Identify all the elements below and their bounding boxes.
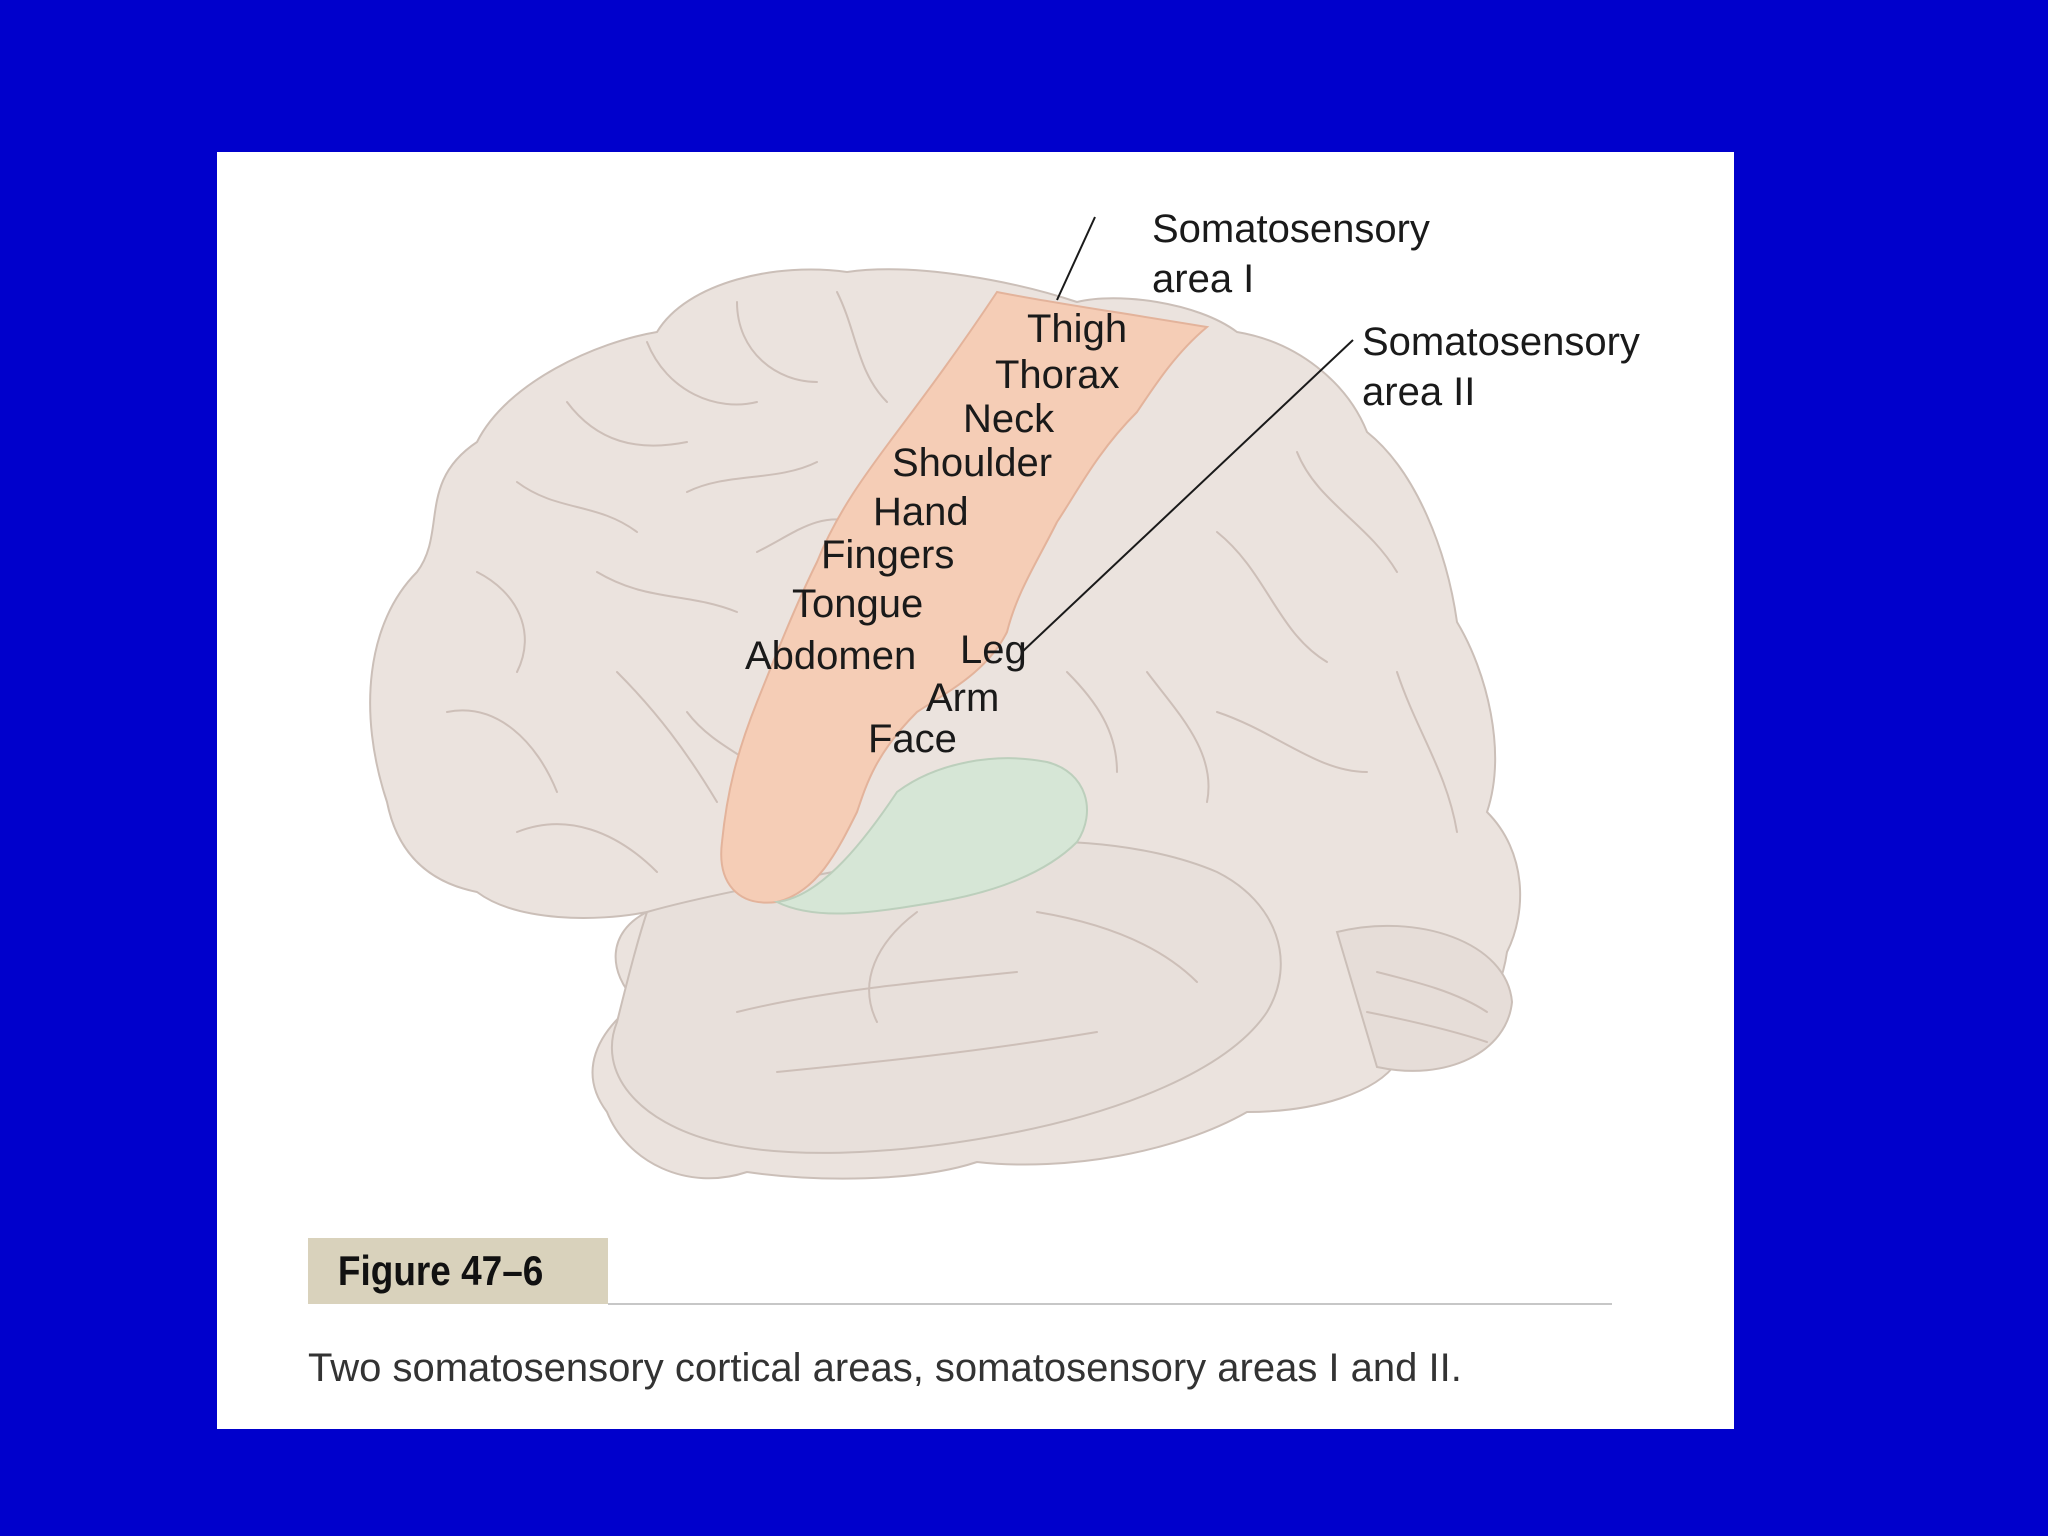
somatosensory-area-2-region — [773, 757, 1088, 915]
leader-line-area-2 — [1021, 339, 1354, 653]
label-thigh: Thigh — [1027, 307, 1128, 351]
label-face: Face — [868, 717, 957, 761]
callout-line-2: area II — [1362, 370, 1476, 414]
callout-somatosensory-area-1: Somatosensory area I — [1152, 204, 1430, 304]
callout-somatosensory-area-2: Somatosensory area II — [1362, 317, 1640, 417]
callout-line-1: Somatosensory — [1152, 207, 1430, 251]
callout-line-2: area I — [1152, 257, 1255, 301]
label-leg: Leg — [960, 628, 1027, 672]
label-neck: Neck — [963, 397, 1055, 441]
brain-illustration — [369, 216, 1522, 1180]
somatosensory-area-1-region — [720, 290, 1210, 904]
label-arm: Arm — [926, 676, 1000, 720]
cerebellum-shape — [1335, 924, 1514, 1072]
label-abdomen: Abdomen — [745, 634, 917, 678]
label-tongue: Tongue — [792, 582, 924, 626]
leader-line-area-1 — [1056, 216, 1096, 301]
figure-caption: Two somatosensory cortical areas, somato… — [308, 1346, 1462, 1390]
label-thorax: Thorax — [995, 353, 1120, 397]
figure-tag: Figure 47–6 — [308, 1238, 608, 1304]
label-shoulder: Shoulder — [892, 441, 1053, 485]
caption-divider — [608, 1303, 1612, 1305]
callout-line-1: Somatosensory — [1362, 320, 1640, 364]
figure-panel: Somatosensory area I Somatosensory area … — [217, 152, 1734, 1429]
figure-number: Figure 47–6 — [337, 1247, 544, 1294]
brain-folds — [446, 291, 1488, 1073]
label-fingers: Fingers — [821, 533, 955, 577]
label-hand: Hand — [873, 490, 969, 534]
